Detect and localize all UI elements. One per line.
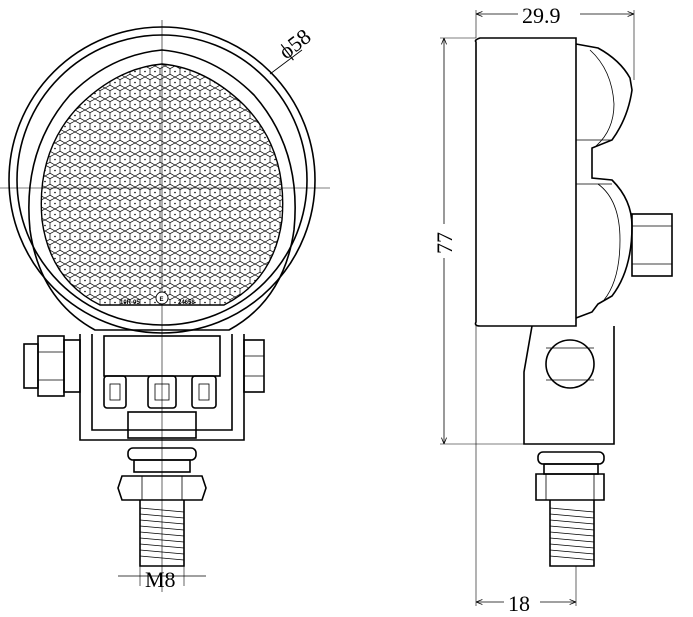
front-view: 10R-05 E 24658 ϕ58 <box>0 20 330 592</box>
thread-label: M8 <box>145 567 176 592</box>
depth-label: 29.9 <box>522 3 561 28</box>
base-label: 18 <box>508 591 530 616</box>
diameter-leader <box>269 49 303 75</box>
side-connector <box>631 213 673 277</box>
lens-mark-left: 10R-05 <box>120 300 140 306</box>
lens-markings: 10R-05 E 24658 <box>120 291 195 306</box>
housing-outer-ring <box>8 26 316 334</box>
side-bracket <box>523 325 615 445</box>
side-housing-fins <box>575 43 633 319</box>
mounting-bracket <box>79 334 245 441</box>
side-nut-right <box>243 339 265 393</box>
lens-mark-center: E <box>160 297 164 303</box>
side-lens-face <box>474 37 577 327</box>
side-stud <box>535 451 605 567</box>
housing-inner-ring <box>16 34 308 326</box>
mounting-stud <box>117 447 207 567</box>
e-mark-circle <box>155 291 169 305</box>
bezel-outline <box>28 49 296 331</box>
lens-mark-right: 24658 <box>178 300 195 306</box>
side-nut-left <box>23 335 81 397</box>
height-label: 77 <box>432 232 457 254</box>
diameter-label: ϕ58 <box>274 24 316 64</box>
side-pivot-bolt <box>545 339 595 389</box>
side-view: 29.9 77 18 <box>432 2 673 616</box>
hex-lens <box>40 63 284 306</box>
